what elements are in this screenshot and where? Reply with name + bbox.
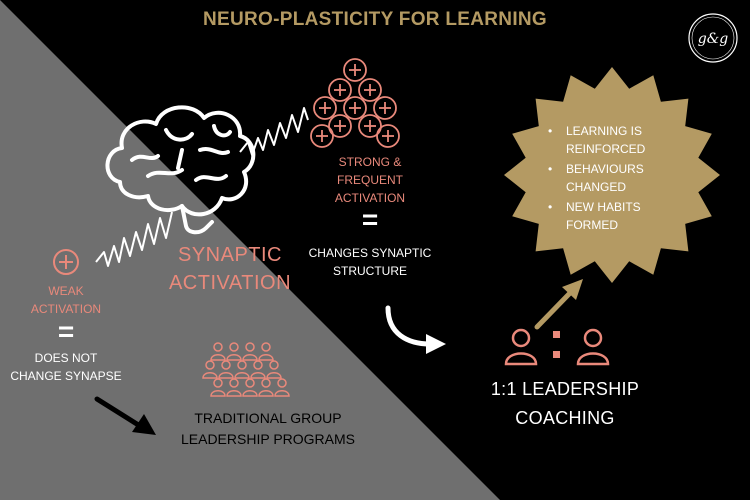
group-person-4 <box>258 342 274 361</box>
burst-item-3-line2: FORMED <box>566 218 618 232</box>
brain-icon <box>105 105 256 235</box>
plus-circle-7 <box>328 114 352 138</box>
group-person-2 <box>226 342 242 361</box>
plus-circle-10 <box>376 124 400 148</box>
group-person-5 <box>202 360 218 379</box>
group-person-10 <box>210 378 226 397</box>
burst-bullet-1: • <box>548 124 553 138</box>
weak-activation-line2: ACTIVATION <box>30 302 102 316</box>
synaptic-activation-line2: ACTIVATION <box>168 272 292 294</box>
strong-line2: FREQUENT <box>337 173 403 187</box>
plus-circle-cluster <box>310 58 400 148</box>
arrow-to-coaching <box>385 305 446 354</box>
synaptic-activation-line1: SYNAPTIC <box>177 244 283 266</box>
group-person-14 <box>274 378 290 397</box>
plus-circle-5 <box>343 96 367 120</box>
plus-circle-6 <box>373 96 397 120</box>
weak-plus-icon <box>53 249 79 275</box>
group-people-icon <box>202 342 290 397</box>
strong-equals-sign: = <box>361 204 379 235</box>
group-person-12 <box>242 378 258 397</box>
arrow-to-traditional <box>94 396 156 435</box>
burst-bullet-2: • <box>548 162 553 176</box>
plus-circle-2 <box>328 78 352 102</box>
weak-result-line2: CHANGE SYNAPSE <box>10 369 122 383</box>
group-person-9 <box>266 360 282 379</box>
burst-bullet-3: • <box>548 200 553 214</box>
group-person-8 <box>250 360 266 379</box>
person-icon-left <box>504 328 538 366</box>
group-person-13 <box>258 378 274 397</box>
weak-activation-line1: WEAK <box>48 284 84 298</box>
colon-separator <box>553 331 560 358</box>
monogram-logo <box>688 13 738 63</box>
grey-background-triangle <box>0 0 500 500</box>
starburst-shape <box>504 67 720 283</box>
coaching-line2: COACHING <box>515 408 615 428</box>
strong-result-line2: STRUCTURE <box>333 264 407 278</box>
signal-wave-lower <box>95 211 173 267</box>
plus-circle-9 <box>310 124 334 148</box>
traditional-line1: TRADITIONAL GROUP <box>194 410 342 426</box>
traditional-line2: LEADERSHIP PROGRAMS <box>180 431 355 447</box>
burst-item-1-line1: LEARNING IS <box>566 124 643 138</box>
plus-circle-4 <box>313 96 337 120</box>
plus-circle-8 <box>358 114 382 138</box>
strong-result-line1: CHANGES SYNAPTIC <box>308 246 432 260</box>
strong-line1: STRONG & <box>338 155 402 169</box>
group-person-3 <box>242 342 258 361</box>
plus-circle-1 <box>343 58 367 82</box>
plus-circle-3 <box>358 78 382 102</box>
coaching-line1: 1:1 LEADERSHIP <box>490 379 640 399</box>
burst-item-1-line2: REINFORCED <box>566 142 646 156</box>
burst-item-2-line2: CHANGED <box>566 180 627 194</box>
signal-wave-upper <box>239 107 309 156</box>
page-title: NEURO-PLASTICITY FOR LEARNING <box>202 9 548 30</box>
burst-item-3-line1: NEW HABITS <box>566 200 641 214</box>
strong-line3: ACTIVATION <box>334 191 406 205</box>
burst-item-2-line1: BEHAVIOURS <box>566 162 644 176</box>
weak-result-line1: DOES NOT <box>34 351 98 365</box>
weak-equals-sign: = <box>57 316 75 347</box>
group-person-6 <box>218 360 234 379</box>
person-icon-right <box>576 328 610 366</box>
logo-text: g&g <box>698 31 728 47</box>
arrow-to-starburst <box>534 279 583 330</box>
group-person-1 <box>210 342 226 361</box>
group-person-11 <box>226 378 242 397</box>
group-person-7 <box>234 360 250 379</box>
